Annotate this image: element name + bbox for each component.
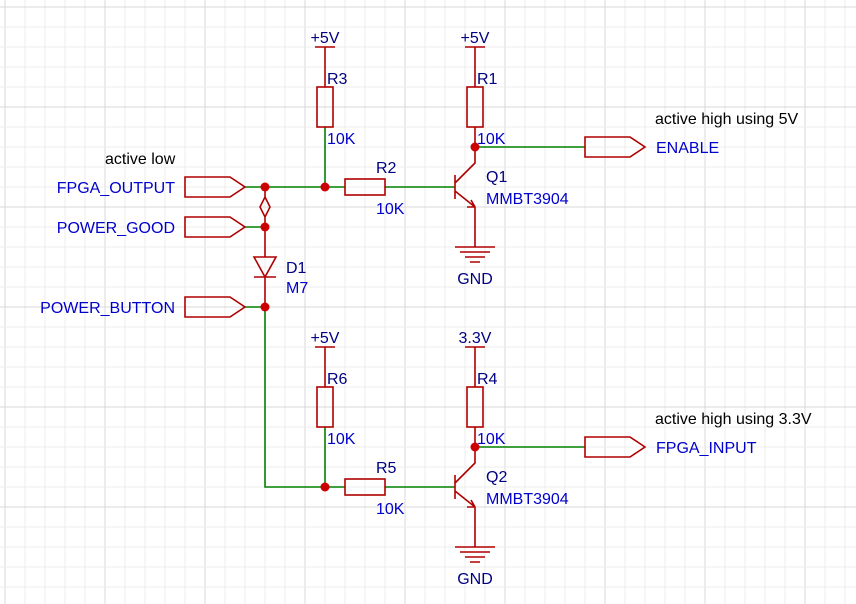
annotation-active-high-3v3: active high using 3.3V [655, 411, 812, 428]
ground-q1[interactable]: GND [455, 227, 495, 288]
transistor-q1[interactable]: Q1 MMBT3904 [454, 147, 569, 227]
ground-label: GND [457, 571, 493, 588]
transistor-value: MMBT3904 [486, 191, 569, 208]
ground-icon [455, 527, 495, 563]
port-arrow-icon [584, 436, 647, 458]
resistor-body-icon [344, 178, 386, 196]
resistor-value: 10K [477, 431, 506, 448]
port-label: POWER_BUTTON [40, 300, 175, 317]
power-flag-r4[interactable]: 3.3V [459, 330, 492, 367]
resistor-body-icon [316, 86, 334, 128]
diode-ref: D1 [286, 260, 307, 277]
resistor-r2[interactable]: R2 10K [344, 160, 405, 218]
transistor-q2[interactable]: Q2 MMBT3904 [454, 447, 569, 527]
port-arrow-icon [584, 136, 647, 158]
junctions [260, 142, 480, 492]
port-arrow-icon [184, 216, 247, 238]
ground-label: GND [457, 271, 493, 288]
port-fpga-output[interactable]: FPGA_OUTPUT [57, 176, 247, 198]
junction-dot [470, 442, 480, 452]
resistor-r4[interactable]: R4 10K [466, 367, 506, 448]
resistor-body-icon [316, 386, 334, 428]
junction-dot [260, 182, 270, 192]
port-label: FPGA_OUTPUT [57, 180, 175, 197]
npn-transistor-icon [454, 447, 476, 527]
junction-dot [470, 142, 480, 152]
resistor-ref: R2 [376, 160, 397, 177]
junction-dot [260, 302, 270, 312]
diode-d1[interactable]: D1 M7 [252, 227, 308, 307]
resistor-body-icon [466, 86, 484, 128]
resistor-value: 10K [327, 131, 356, 148]
power-flag-r6[interactable]: +5V [311, 330, 340, 367]
power-flag-icon [465, 346, 485, 367]
annotation-active-low: active low [105, 151, 176, 168]
wire-power-button-r5 [264, 307, 345, 488]
resistor-value: 10K [376, 201, 405, 218]
power-label: 3.3V [459, 330, 492, 347]
resistor-ref: R1 [477, 71, 498, 88]
resistor-r5[interactable]: R5 10K [344, 460, 405, 518]
resistor-ref: R4 [477, 371, 498, 388]
resistor-ref: R5 [376, 460, 397, 477]
power-flag-r3[interactable]: +5V [311, 30, 340, 67]
junction-dot [320, 182, 330, 192]
transistor-ref: Q2 [486, 469, 507, 486]
junction-dot [320, 482, 330, 492]
annotation-active-high-5v: active high using 5V [655, 111, 799, 128]
resistor-r6[interactable]: R6 10K [316, 367, 356, 448]
resistor-value: 10K [477, 131, 506, 148]
transistor-value: MMBT3904 [486, 491, 569, 508]
resistor-ref: R3 [327, 71, 348, 88]
diode-icon [252, 227, 278, 307]
npn-transistor-icon [454, 147, 476, 227]
resistor-ref: R6 [327, 371, 348, 388]
port-arrow-icon [184, 296, 247, 318]
port-enable[interactable]: ENABLE [584, 136, 719, 158]
transistor-ref: Q1 [486, 169, 507, 186]
power-label: +5V [311, 30, 340, 47]
port-fpga-input[interactable]: FPGA_INPUT [584, 436, 757, 458]
power-flag-icon [465, 46, 485, 67]
port-label: FPGA_INPUT [656, 440, 757, 457]
resistor-r3[interactable]: R3 10K [316, 67, 356, 148]
port-arrow-icon [184, 176, 247, 198]
power-flag-icon [315, 346, 335, 367]
power-label: +5V [461, 30, 490, 47]
resistor-value: 10K [376, 501, 405, 518]
ground-icon [455, 227, 495, 263]
port-label: ENABLE [656, 140, 719, 157]
ground-q2[interactable]: GND [455, 527, 495, 588]
port-label: POWER_GOOD [57, 220, 175, 237]
resistor-body-icon [344, 478, 386, 496]
diode-value: M7 [286, 280, 308, 297]
power-flag-r1[interactable]: +5V [461, 30, 490, 67]
resistor-body-icon [466, 386, 484, 428]
port-power-good[interactable]: POWER_GOOD [57, 216, 247, 238]
port-power-button[interactable]: POWER_BUTTON [40, 296, 247, 318]
power-label: +5V [311, 330, 340, 347]
resistor-value: 10K [327, 431, 356, 448]
power-flag-icon [315, 46, 335, 67]
junction-dot [260, 222, 270, 232]
